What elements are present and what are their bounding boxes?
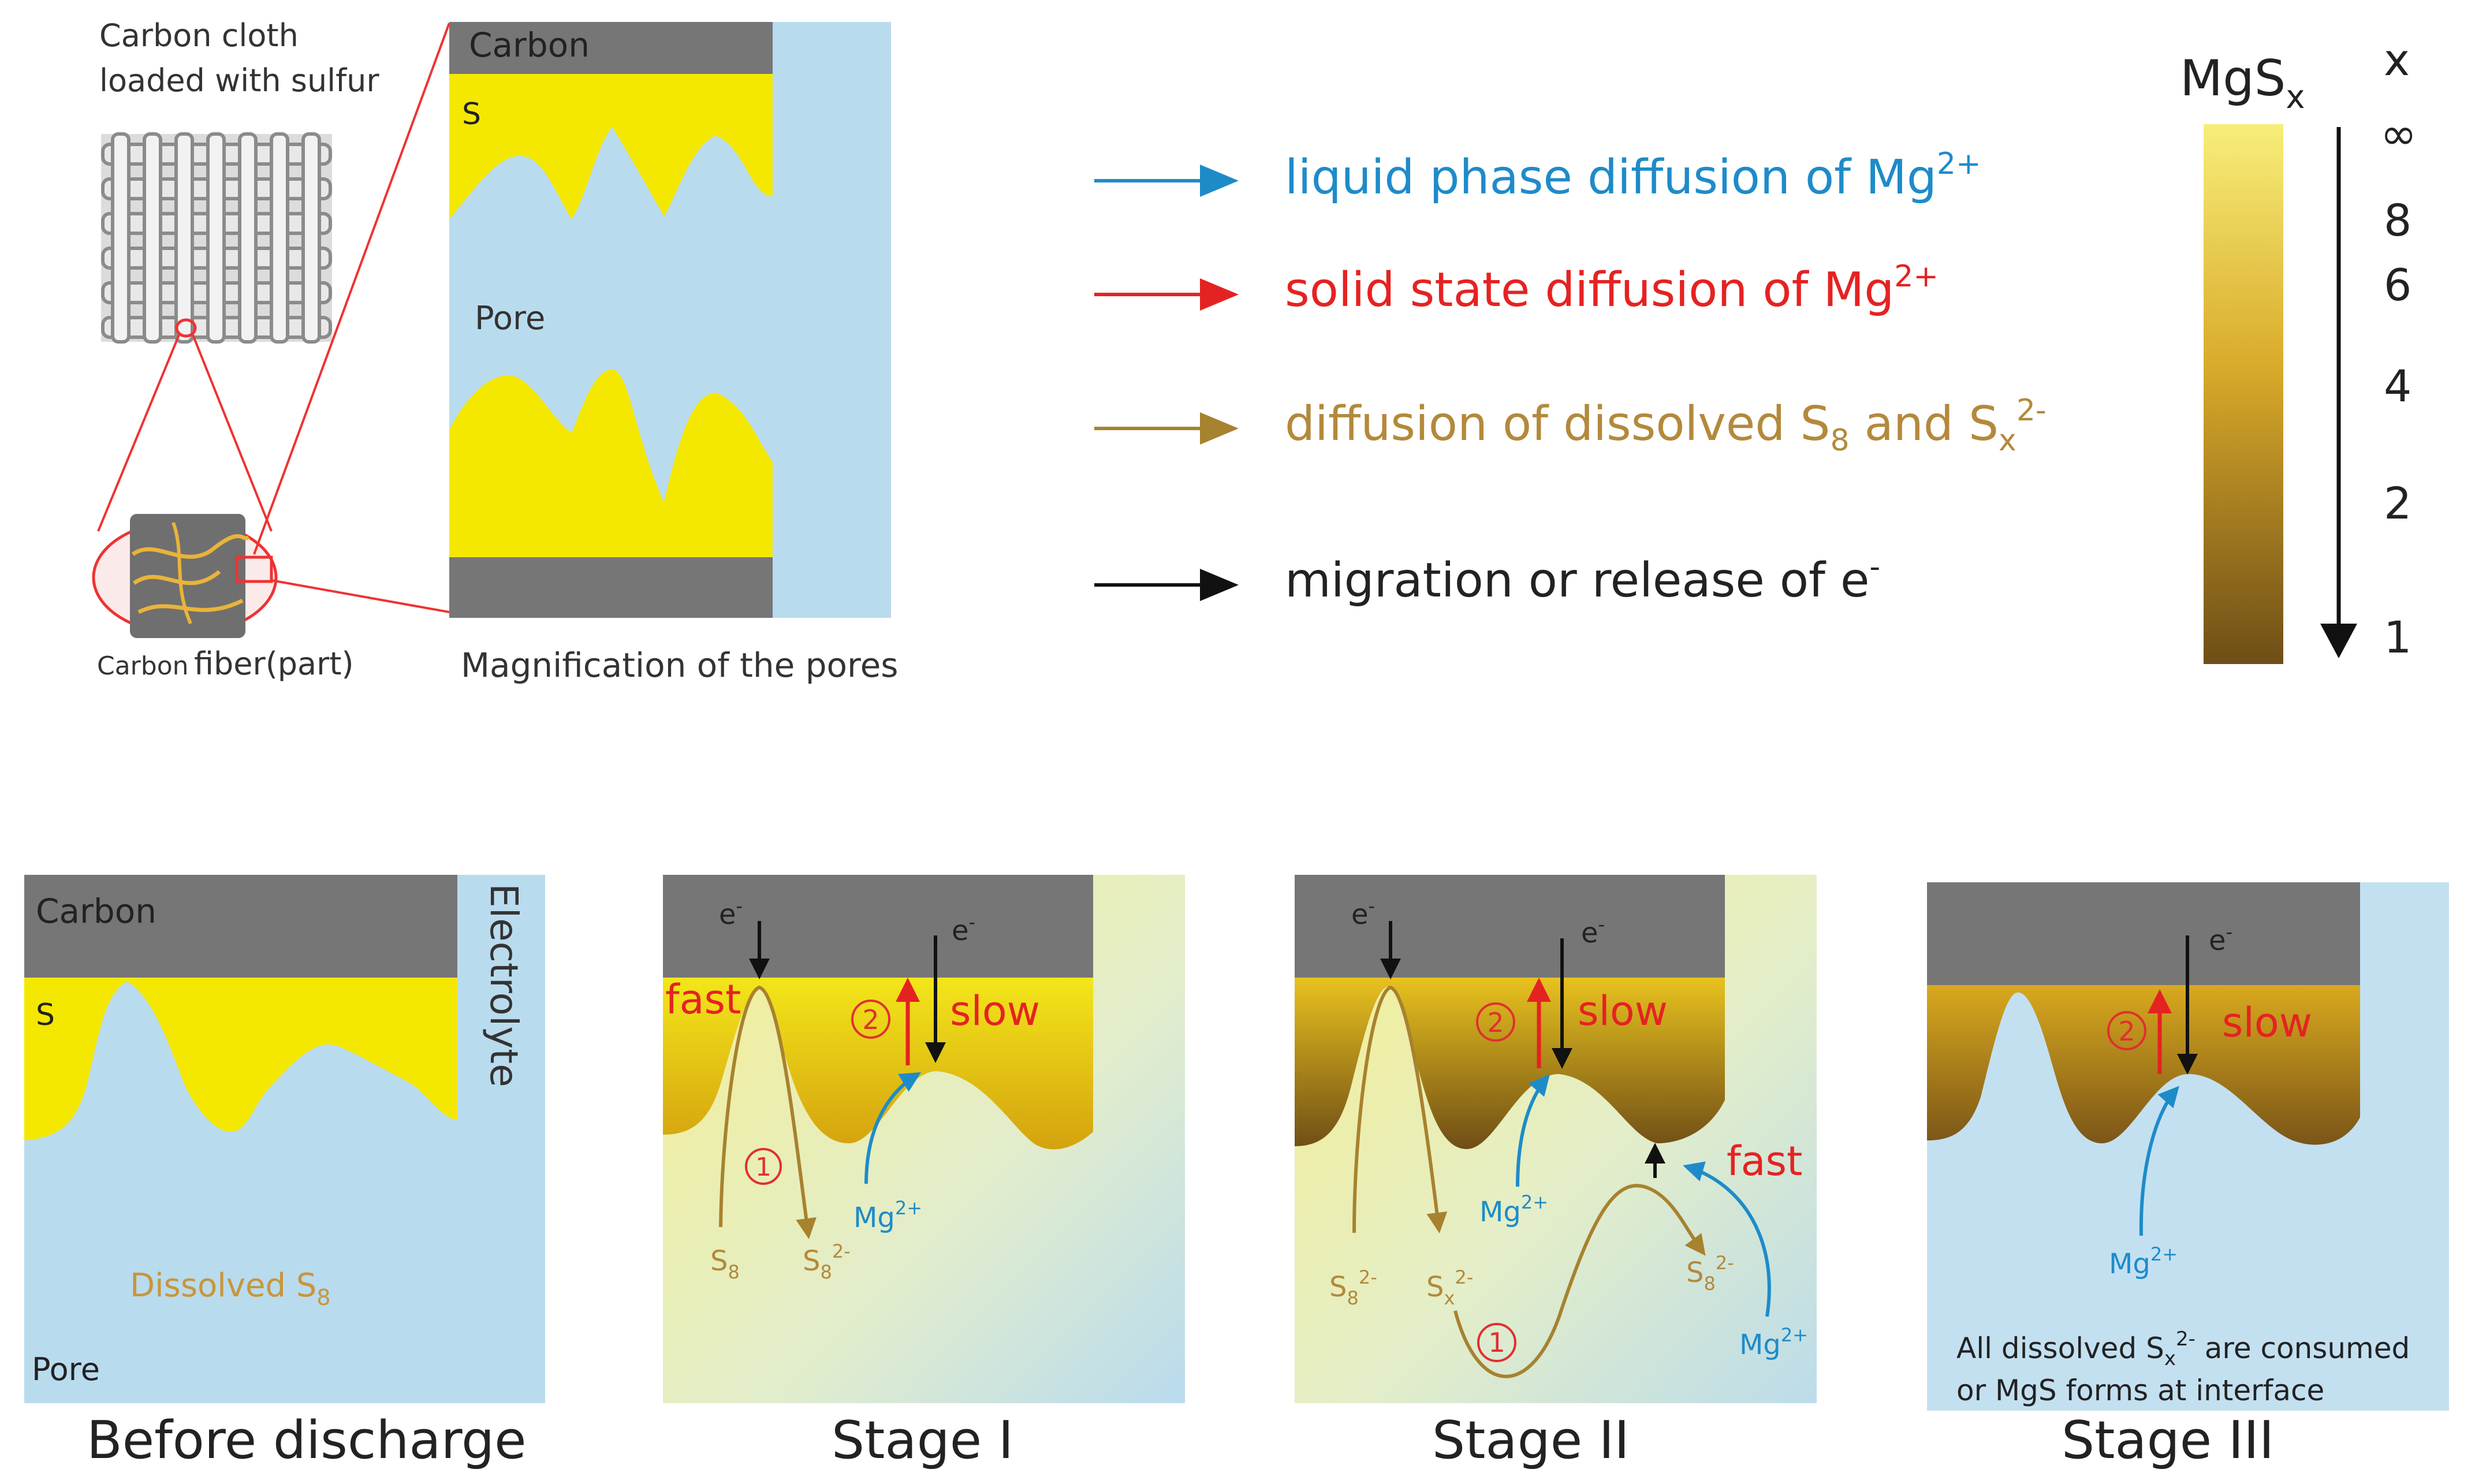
legend-item-electron-migration: migration or release of e- <box>1094 550 1880 608</box>
zoom-origin-marker <box>175 318 197 338</box>
colorbar-tick-6: 6 <box>2384 259 2411 311</box>
stage2-mg2-label: Mg2+ <box>1739 1324 1808 1361</box>
stage2-step1-number: 1 <box>1488 1327 1505 1358</box>
stage2-s8c-label: S82- <box>1686 1252 1734 1295</box>
colorbar-tick-8: 8 <box>2384 195 2411 246</box>
stage3-mg-arrow <box>2139 1086 2179 1236</box>
stage1-slow: slow <box>950 987 1040 1035</box>
stage2-mg-arrow-1 <box>1516 1074 1550 1187</box>
stage1-step1-number: 1 <box>755 1153 771 1182</box>
legend-text-solid: solid state diffusion of Mg2+ <box>1285 259 1939 318</box>
stage3-step2-number: 2 <box>2118 1016 2135 1047</box>
stage3-mg-label: Mg2+ <box>2109 1243 2178 1280</box>
before-s-label: S <box>36 998 55 1032</box>
magnification-label: Magnification of the pores <box>461 646 899 685</box>
pore-magnification: Carbon S Pore <box>449 22 891 618</box>
stage2-mg-arrow-2 <box>1683 1161 1771 1317</box>
colorbar-axis-label: x <box>2384 34 2410 85</box>
stage2-e1: e- <box>1351 895 1375 931</box>
stage3-title: Stage III <box>2062 1410 2274 1471</box>
stage2-step2-circle <box>1476 1002 1515 1042</box>
legend-text-liquid: liquid phase diffusion of Mg2+ <box>1285 147 1981 205</box>
colorbar-tick-4: 4 <box>2384 360 2411 412</box>
legend-item-solid-diffusion: solid state diffusion of Mg2+ <box>1094 259 1939 318</box>
before-carbon-label: Carbon <box>36 892 156 931</box>
stage2-step2-number: 2 <box>1487 1007 1504 1038</box>
stage3-step2-circle <box>2107 1011 2146 1050</box>
colorbar-gradient <box>2204 124 2283 664</box>
stage1-fast: fast <box>665 976 741 1023</box>
before-pore-label: Pore <box>32 1351 100 1388</box>
woven-cloth-icon <box>101 132 332 344</box>
panel-stage-2: e- e- slow fast 2 1 Mg2+ Mg2+ S82- Sx2- … <box>1295 875 1817 1403</box>
magnify-box <box>235 555 273 583</box>
stage2-fast: fast <box>1727 1138 1802 1185</box>
stage1-title: Stage I <box>832 1410 1013 1471</box>
stage2-slow: slow <box>1578 987 1668 1035</box>
stage1-step1-circle <box>745 1148 782 1185</box>
stage2-e2: e- <box>1581 913 1605 949</box>
legend-item-liquid-diffusion: liquid phase diffusion of Mg2+ <box>1094 147 1981 205</box>
panel-before-discharge: Carbon S Electrolyte Dissolved S8 Pore <box>24 875 545 1403</box>
stage3-slow: slow <box>2222 999 2312 1046</box>
stage2-mg1-label: Mg2+ <box>1479 1191 1548 1228</box>
stage2-step1-circle <box>1477 1323 1516 1362</box>
stage1-s8-2-label: S82- <box>803 1240 851 1283</box>
panel-stage-3: e- slow 2 Mg2+ All dissolved Sx2- are co… <box>1927 882 2449 1411</box>
colorbar-tick-1: 1 <box>2384 612 2411 663</box>
pore-carbon-label: Carbon <box>469 25 590 65</box>
dissolved-s8-label: Dissolved S8 <box>130 1267 331 1310</box>
stage1-e1: e- <box>719 895 743 931</box>
stage1-polysulfide-path <box>719 985 817 1239</box>
legend: liquid phase diffusion of Mg2+ solid sta… <box>1094 147 2047 608</box>
stage2-polysulfide-loop <box>1352 985 1448 1233</box>
legend-item-dissolved-diffusion: diffusion of dissolved S8 and Sx2- <box>1094 393 2047 458</box>
fiber-label-prefix: Carbon <box>97 651 189 681</box>
mgsx-colorbar: MgSx x ∞ 8 6 4 2 1 <box>2180 34 2417 664</box>
stage1-e2: e- <box>952 911 975 947</box>
stage1-mg-arrow <box>864 1072 922 1184</box>
legend-text-electron: migration or release of e- <box>1285 550 1880 608</box>
pore-s-label: S <box>462 97 481 132</box>
stage1-step2-circle <box>851 1000 890 1039</box>
colorbar-tick-2: 2 <box>2384 478 2411 529</box>
stage2-sx-label: Sx2- <box>1426 1266 1473 1309</box>
stage1-step2-number: 2 <box>862 1004 879 1035</box>
panel-stage-1: e- e- fast slow 2 1 Mg2+ S8 S82- <box>663 875 1185 1403</box>
stage1-mg-label: Mg2+ <box>853 1197 922 1234</box>
carbon-fiber-cross-section <box>92 514 278 638</box>
fiber-label-main: fiber(part) <box>194 646 354 682</box>
stage3-note-line1: All dissolved Sx2- are consumed <box>1956 1328 2410 1370</box>
carbon-cloth-illustration: Carbon cloth loaded with sulfur <box>92 17 450 682</box>
cloth-label-line2: loaded with sulfur <box>99 62 379 99</box>
before-discharge-title: Before discharge <box>87 1410 526 1471</box>
pore-label: Pore <box>475 300 545 337</box>
colorbar-arrow-head <box>2320 624 2357 658</box>
legend-text-dissolved: diffusion of dissolved S8 and Sx2- <box>1285 393 2047 458</box>
stage2-s8-label: S82- <box>1329 1266 1377 1309</box>
colorbar-title: MgSx <box>2180 50 2305 116</box>
electrolyte-label: Electrolyte <box>482 883 526 1087</box>
stage1-s8-label: S8 <box>710 1245 740 1283</box>
stage3-e: e- <box>2209 921 2232 957</box>
stage2-title: Stage II <box>1432 1410 1630 1471</box>
cloth-label-line1: Carbon cloth <box>99 17 299 54</box>
stage2-polysulfide-path <box>1453 1184 1706 1378</box>
colorbar-tick-inf: ∞ <box>2380 108 2417 159</box>
stage3-note-line2: or MgS forms at interface <box>1956 1374 2324 1407</box>
